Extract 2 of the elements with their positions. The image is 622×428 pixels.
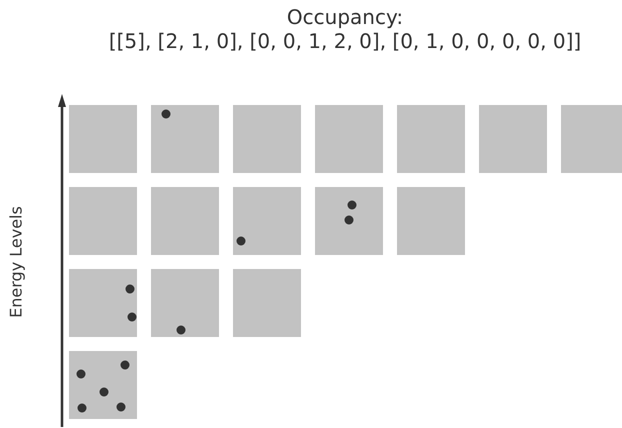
- chart-title: Occupancy: [[5], [2, 1, 0], [0, 0, 1, 2, 0], [0, 1, 0, 0, 0, 0, 0]]: [108, 5, 582, 53]
- axis-label: Energy Levels: [6, 206, 26, 318]
